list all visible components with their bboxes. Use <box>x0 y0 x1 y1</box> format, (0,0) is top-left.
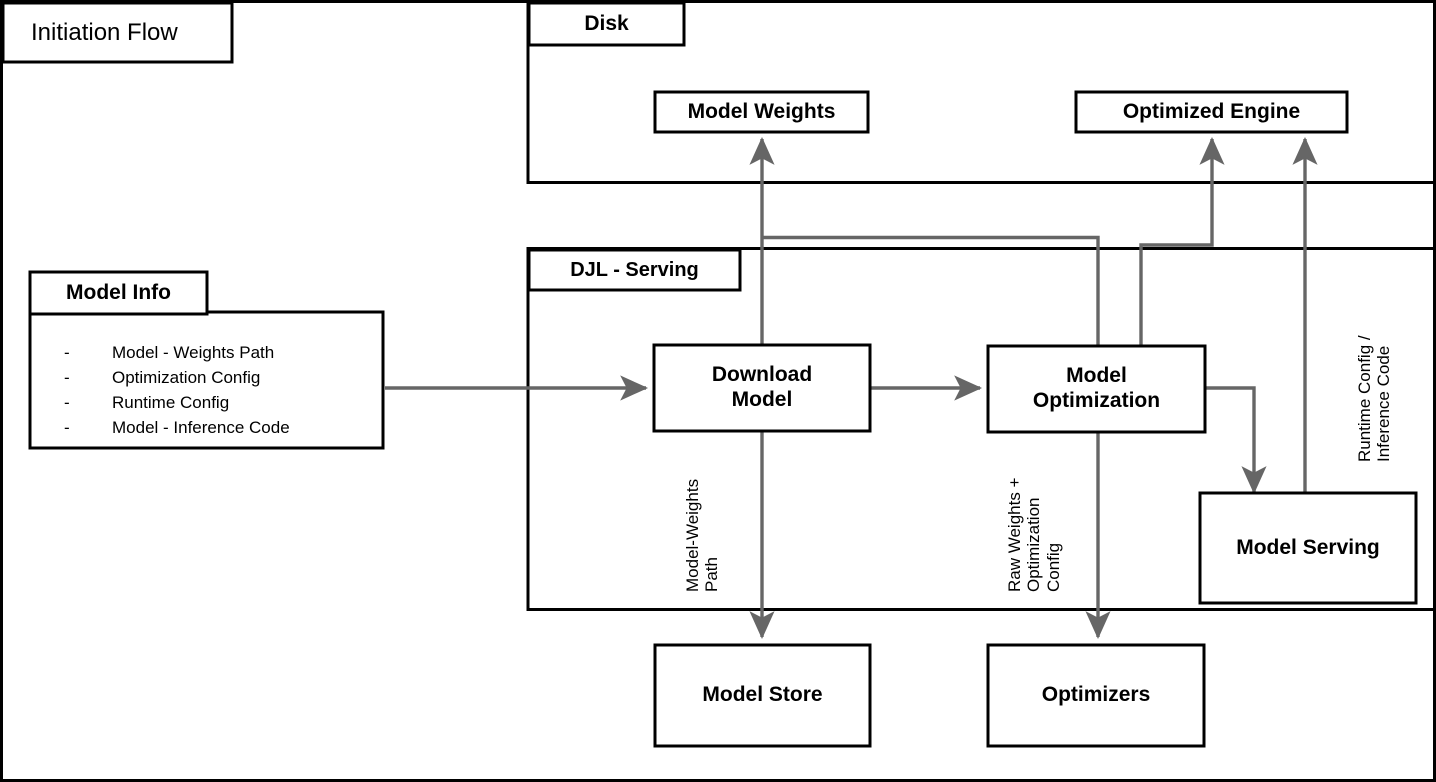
model-info-tab <box>28 270 209 316</box>
model-optimization-box <box>986 344 1207 434</box>
model-weights-box <box>653 90 870 134</box>
download-model-box <box>652 343 872 433</box>
edge-optimization-to-modelserving <box>1205 386 1267 495</box>
optimizers-box <box>986 643 1206 748</box>
model-info-box <box>28 310 385 450</box>
model-store-box <box>653 643 872 748</box>
djl-serving-panel-frame <box>526 247 1434 611</box>
node-boxes <box>28 90 1418 748</box>
optimized-engine-box <box>1074 90 1349 134</box>
model-serving-box <box>1198 491 1418 605</box>
edge-optimization-to-optimizedengine <box>1139 136 1225 346</box>
edge-optimization-to-modelweights <box>763 235 1100 346</box>
disk-panel-frame <box>526 1 1434 184</box>
